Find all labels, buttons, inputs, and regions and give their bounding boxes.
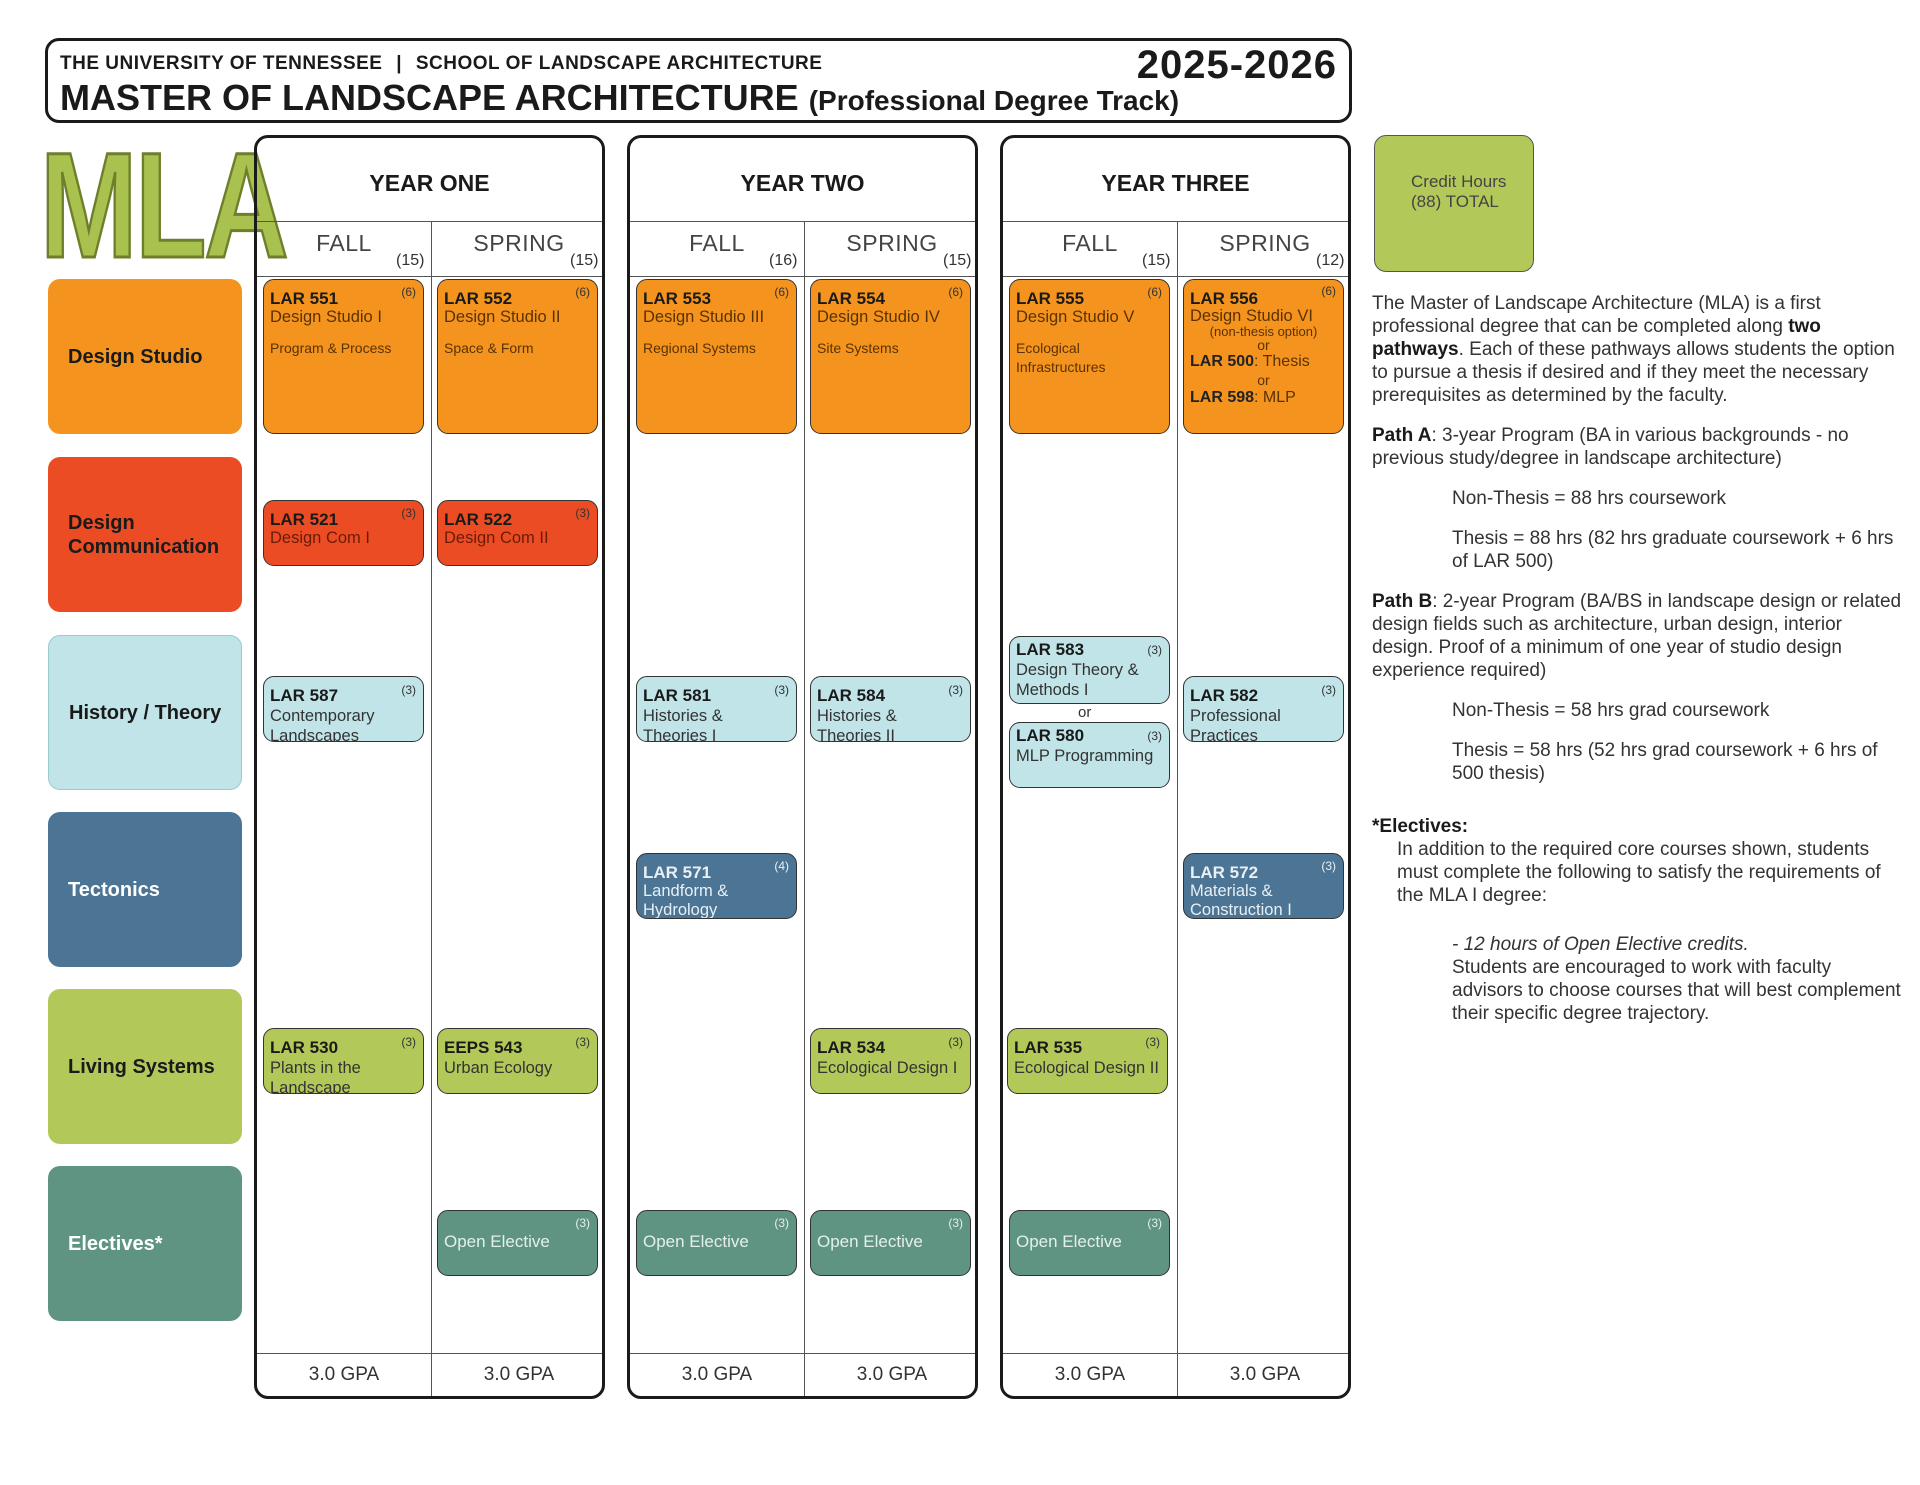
course-lar-572: (3) LAR 572 Materials & Construction I (1183, 853, 1344, 919)
school-name: SCHOOL OF LANDSCAPE ARCHITECTURE (415, 53, 823, 74)
semester-hours: (15) (396, 252, 425, 269)
gpa-requirement: 3.0 GPA (681, 1364, 753, 1385)
year-two-panel: YEAR TWO FALL (16) SPRING (15) 3.0 GPA 3… (627, 135, 978, 1399)
course-lar-552: (6) LAR 552 Design Studio II Space & For… (437, 279, 598, 434)
course-lar-530: (3) LAR 530 Plants in the Landscape (263, 1028, 424, 1094)
course-open-elective: (3) Open Elective (1009, 1210, 1170, 1276)
divider (630, 221, 975, 222)
course-lar-571: (4) LAR 571 Landform & Hydrology (636, 853, 797, 919)
semester-spring: SPRING (1219, 230, 1311, 256)
course-lar-555: (6) LAR 555 Design Studio V Ecological I… (1009, 279, 1170, 434)
year-title: YEAR THREE (1101, 170, 1250, 196)
program-name: MASTER OF LANDSCAPE ARCHITECTURE (60, 77, 799, 118)
semester-divider (431, 221, 432, 1396)
electives-text: In addition to the required core courses… (1397, 839, 1881, 906)
gpa-requirement: 3.0 GPA (483, 1364, 555, 1385)
page-title: MASTER OF LANDSCAPE ARCHITECTURE (Profes… (60, 77, 1179, 119)
course-lar-584: (3) LAR 584 Histories & Theories II (810, 676, 971, 742)
academic-year: 2025-2026 (1136, 43, 1337, 87)
divider (257, 276, 602, 277)
gpa-requirement: 3.0 GPA (1229, 1364, 1301, 1385)
category-history-theory: History / Theory (48, 635, 242, 790)
electives-item: - 12 hours of Open Elective credits. Stu… (1452, 934, 1901, 1024)
semester-divider (804, 221, 805, 1396)
semester-fall: FALL (689, 230, 745, 256)
course-lar-582: (3) LAR 582 Professional Practices (1183, 676, 1344, 742)
course-lar-554: (6) LAR 554 Design Studio IV Site System… (810, 279, 971, 434)
semester-spring: SPRING (846, 230, 938, 256)
course-lar-522: (3) LAR 522 Design Com II (437, 500, 598, 566)
semester-hours: (16) (769, 252, 798, 269)
course-lar-556: (6) LAR 556 Design Studio VI (non-thesis… (1183, 279, 1344, 434)
divider (257, 1353, 602, 1354)
gpa-requirement: 3.0 GPA (308, 1364, 380, 1385)
path-a-nonthesis: Non-Thesis = 88 hrs coursework (1452, 488, 1727, 509)
semester-hours: (12) (1316, 252, 1345, 269)
divider (1003, 1353, 1348, 1354)
category-tectonics: Tectonics (48, 812, 242, 967)
divider (1003, 276, 1348, 277)
intro-paragraph: The Master of Landscape Architecture (ML… (1372, 293, 1895, 406)
course-lar-534: (3) LAR 534 Ecological Design I (810, 1028, 971, 1094)
university-name: THE UNIVERSITY OF TENNESSEE (60, 53, 383, 74)
or-label: or (1078, 704, 1092, 721)
year-title: YEAR ONE (369, 170, 490, 196)
page-header: THE UNIVERSITY OF TENNESSEE | SCHOOL OF … (45, 38, 1352, 123)
course-lar-553: (6) LAR 553 Design Studio III Regional S… (636, 279, 797, 434)
divider (1003, 221, 1348, 222)
course-eeps-543: (3) EEPS 543 Urban Ecology (437, 1028, 598, 1094)
course-open-elective: (3) Open Elective (810, 1210, 971, 1276)
electives-heading: *Electives: (1372, 816, 1469, 837)
year-title: YEAR TWO (740, 170, 865, 196)
semester-hours: (15) (1142, 252, 1171, 269)
semester-spring: SPRING (473, 230, 565, 256)
credit-hours-box: Credit Hours (88) TOTAL (1374, 135, 1534, 272)
course-open-elective: (3) Open Elective (437, 1210, 598, 1276)
gpa-requirement: 3.0 GPA (1054, 1364, 1126, 1385)
course-lar-581: (3) LAR 581 Histories & Theories I (636, 676, 797, 742)
path-b: Path B: 2-year Program (BA/BS in landsca… (1372, 591, 1902, 681)
course-lar-587: (3) LAR 587 Contemporary Landscapes (263, 676, 424, 742)
path-a-thesis: Thesis = 88 hrs (82 hrs graduate coursew… (1452, 528, 1894, 572)
category-design-studio: Design Studio (48, 279, 242, 434)
semester-fall: FALL (1062, 230, 1118, 256)
divider (630, 276, 975, 277)
course-open-elective: (3) Open Elective (636, 1210, 797, 1276)
institution-line: THE UNIVERSITY OF TENNESSEE | SCHOOL OF … (60, 53, 823, 74)
semester-hours: (15) (570, 252, 599, 269)
semester-hours: (15) (943, 252, 972, 269)
course-lar-580: (3) LAR 580 MLP Programming (1009, 722, 1170, 788)
divider (257, 221, 602, 222)
year-one-panel: YEAR ONE FALL (15) SPRING (15) 3.0 GPA 3… (254, 135, 605, 1399)
gpa-requirement: 3.0 GPA (856, 1364, 928, 1385)
category-design-communication: Design Communication (48, 457, 242, 612)
year-three-panel: YEAR THREE FALL (15) SPRING (12) 3.0 GPA… (1000, 135, 1351, 1399)
path-b-nonthesis: Non-Thesis = 58 hrs grad coursework (1452, 700, 1770, 721)
semester-fall: FALL (316, 230, 372, 256)
program-track: (Professional Degree Track) (808, 85, 1180, 116)
path-a: Path A: 3-year Program (BA in various ba… (1372, 425, 1849, 469)
divider (630, 1353, 975, 1354)
course-lar-551: (6) LAR 551 Design Studio I Program & Pr… (263, 279, 424, 434)
course-lar-535: (3) LAR 535 Ecological Design II (1007, 1028, 1168, 1094)
course-lar-521: (3) LAR 521 Design Com I (263, 500, 424, 566)
semester-divider (1177, 221, 1178, 1396)
category-electives: Electives* (48, 1166, 242, 1321)
course-lar-583: (3) LAR 583 Design Theory & Methods I (1009, 636, 1170, 704)
path-b-thesis: Thesis = 58 hrs (52 hrs grad coursework … (1452, 740, 1878, 784)
category-living-systems: Living Systems (48, 989, 242, 1144)
program-description: The Master of Landscape Architecture (ML… (1372, 292, 1902, 1025)
mla-logo: MLA (39, 121, 290, 289)
